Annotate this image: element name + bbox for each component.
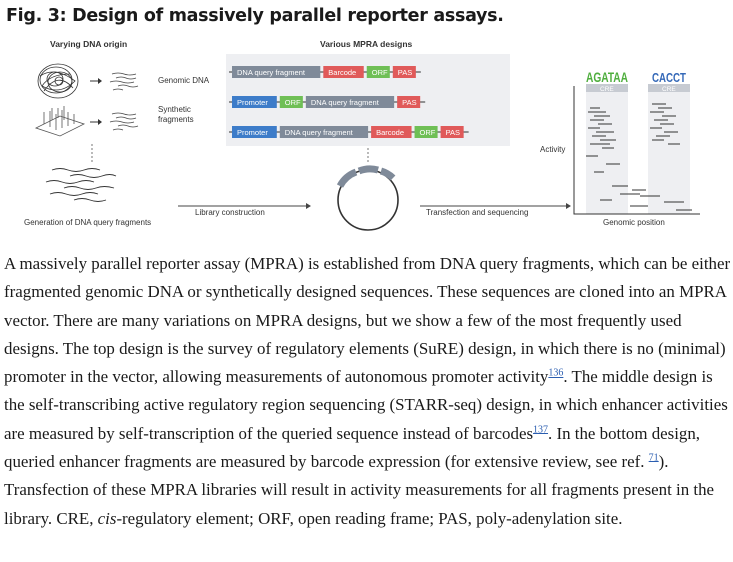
motif-logo-2: CACCT	[652, 70, 686, 85]
cre-label-1: CRE	[600, 86, 614, 93]
cre-box-2	[648, 84, 690, 92]
design-segment-label: Promoter	[237, 128, 268, 137]
design-segment	[305, 96, 395, 108]
figure-caption: A massively parallel reporter assay (MPR…	[4, 250, 731, 533]
label-activity: Activity	[540, 145, 565, 154]
figure-title: Fig. 3: Design of massively parallel rep…	[6, 6, 504, 26]
design-segment	[366, 66, 390, 78]
design-segment	[323, 66, 364, 78]
design-segment	[279, 96, 303, 108]
design-segment-label: ORF	[285, 98, 301, 107]
design-segment-label: ORF	[372, 68, 388, 77]
motif-logo-1: AGATAA	[586, 69, 628, 85]
design-segment	[232, 96, 277, 108]
label-synthetic-line2: fragments	[158, 115, 194, 124]
design-segment-label: Barcode	[328, 68, 356, 77]
cre-label-2: CRE	[662, 86, 676, 93]
caption-part4: ). Transfection of these MPRA libraries …	[4, 452, 715, 528]
design-segment-label: Barcode	[376, 128, 404, 137]
design-segment-label: ORF	[420, 128, 436, 137]
caption-part2: . The middle design is the self-transcri…	[4, 367, 728, 443]
genomic-fragments-icon	[109, 72, 139, 91]
genomic-dna-tangle-icon	[37, 63, 79, 99]
design-segment	[397, 96, 421, 108]
label-genomic-dna: Genomic DNA	[158, 76, 210, 85]
design-segment-label: DNA query fragment	[237, 68, 306, 77]
design-segment-label: DNA query fragment	[285, 128, 354, 137]
design-segment	[232, 66, 321, 78]
ref-link-71[interactable]: 71	[648, 452, 659, 464]
label-transfection: Transfection and sequencing	[426, 208, 528, 217]
caption-italic-cis: cis	[97, 508, 117, 528]
design-segment	[414, 126, 438, 138]
design-segment-label: DNA query fragment	[311, 98, 380, 107]
synthetic-array-icon	[34, 106, 86, 137]
header-various-mpra-designs: Various MPRA designs	[320, 39, 413, 49]
design-segment-label: PAS	[398, 68, 412, 77]
ref-link-136[interactable]: 136	[548, 367, 564, 379]
design-segment-label: PAS	[402, 98, 416, 107]
label-generation: Generation of DNA query fragments	[24, 218, 151, 227]
synthetic-fragments-icon	[109, 112, 139, 131]
label-synthetic-line1: Synthetic	[158, 105, 191, 114]
label-genomic-position: Genomic position	[603, 218, 665, 227]
caption-part5: -regulatory element; ORF, open reading f…	[116, 508, 623, 528]
design-segment	[279, 126, 369, 138]
pooled-fragments-icon	[45, 168, 117, 202]
design-segment	[232, 126, 277, 138]
design-segment	[371, 126, 412, 138]
cre-box-1	[586, 84, 628, 92]
plasmid-vector-icon	[336, 165, 399, 231]
design-segment-label: Promoter	[237, 98, 268, 107]
design-segment-label: PAS	[446, 128, 460, 137]
ref-link-137[interactable]: 137	[533, 424, 549, 436]
activity-plot: CRE CRE AGATAA CACCT	[573, 69, 700, 215]
caption-part1: A massively parallel reporter assay (MPR…	[4, 254, 731, 387]
design-segment	[440, 126, 464, 138]
design-segment	[392, 66, 416, 78]
label-library-construction: Library construction	[195, 208, 265, 217]
header-varying-dna-origin: Varying DNA origin	[50, 39, 127, 49]
caption-part3: . In the bottom design, queried enhancer…	[4, 423, 701, 472]
mpra-figure: Varying DNA origin Various MPRA designs …	[24, 39, 700, 231]
